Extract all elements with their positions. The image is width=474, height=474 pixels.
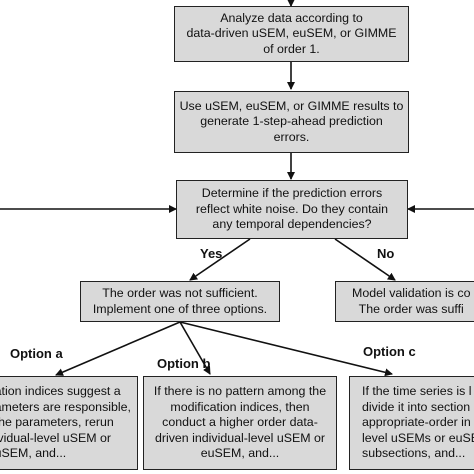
arrow-option-b: [179, 321, 211, 375]
yes-label: Yes: [200, 246, 223, 261]
option-a-box: ation indices suggest a ameters are resp…: [0, 376, 138, 470]
option-c-box: If the time series is l divide it into s…: [349, 376, 474, 470]
generate-prediction-errors-box: Use uSEM, euSEM, or GIMME results to gen…: [174, 91, 409, 153]
option-c-label: Option c: [363, 344, 416, 359]
determine-white-noise-box: Determine if the prediction errors refle…: [176, 180, 408, 239]
analyze-data-box: Analyze data according to data-driven uS…: [174, 6, 409, 62]
order-not-sufficient-box: The order was not sufficient. Implement …: [80, 281, 280, 322]
option-b-label: Option b: [157, 356, 211, 371]
arrow-yes: [189, 238, 251, 281]
option-b-box: If there is no pattern among the modific…: [143, 376, 337, 470]
arrow-no: [334, 238, 396, 281]
option-a-label: Option a: [10, 346, 63, 361]
model-validation-box: Model validation is co The order was suf…: [335, 281, 474, 322]
arrow-option-c: [179, 321, 393, 377]
arrow-option-a: [55, 321, 181, 376]
no-label: No: [377, 246, 395, 261]
